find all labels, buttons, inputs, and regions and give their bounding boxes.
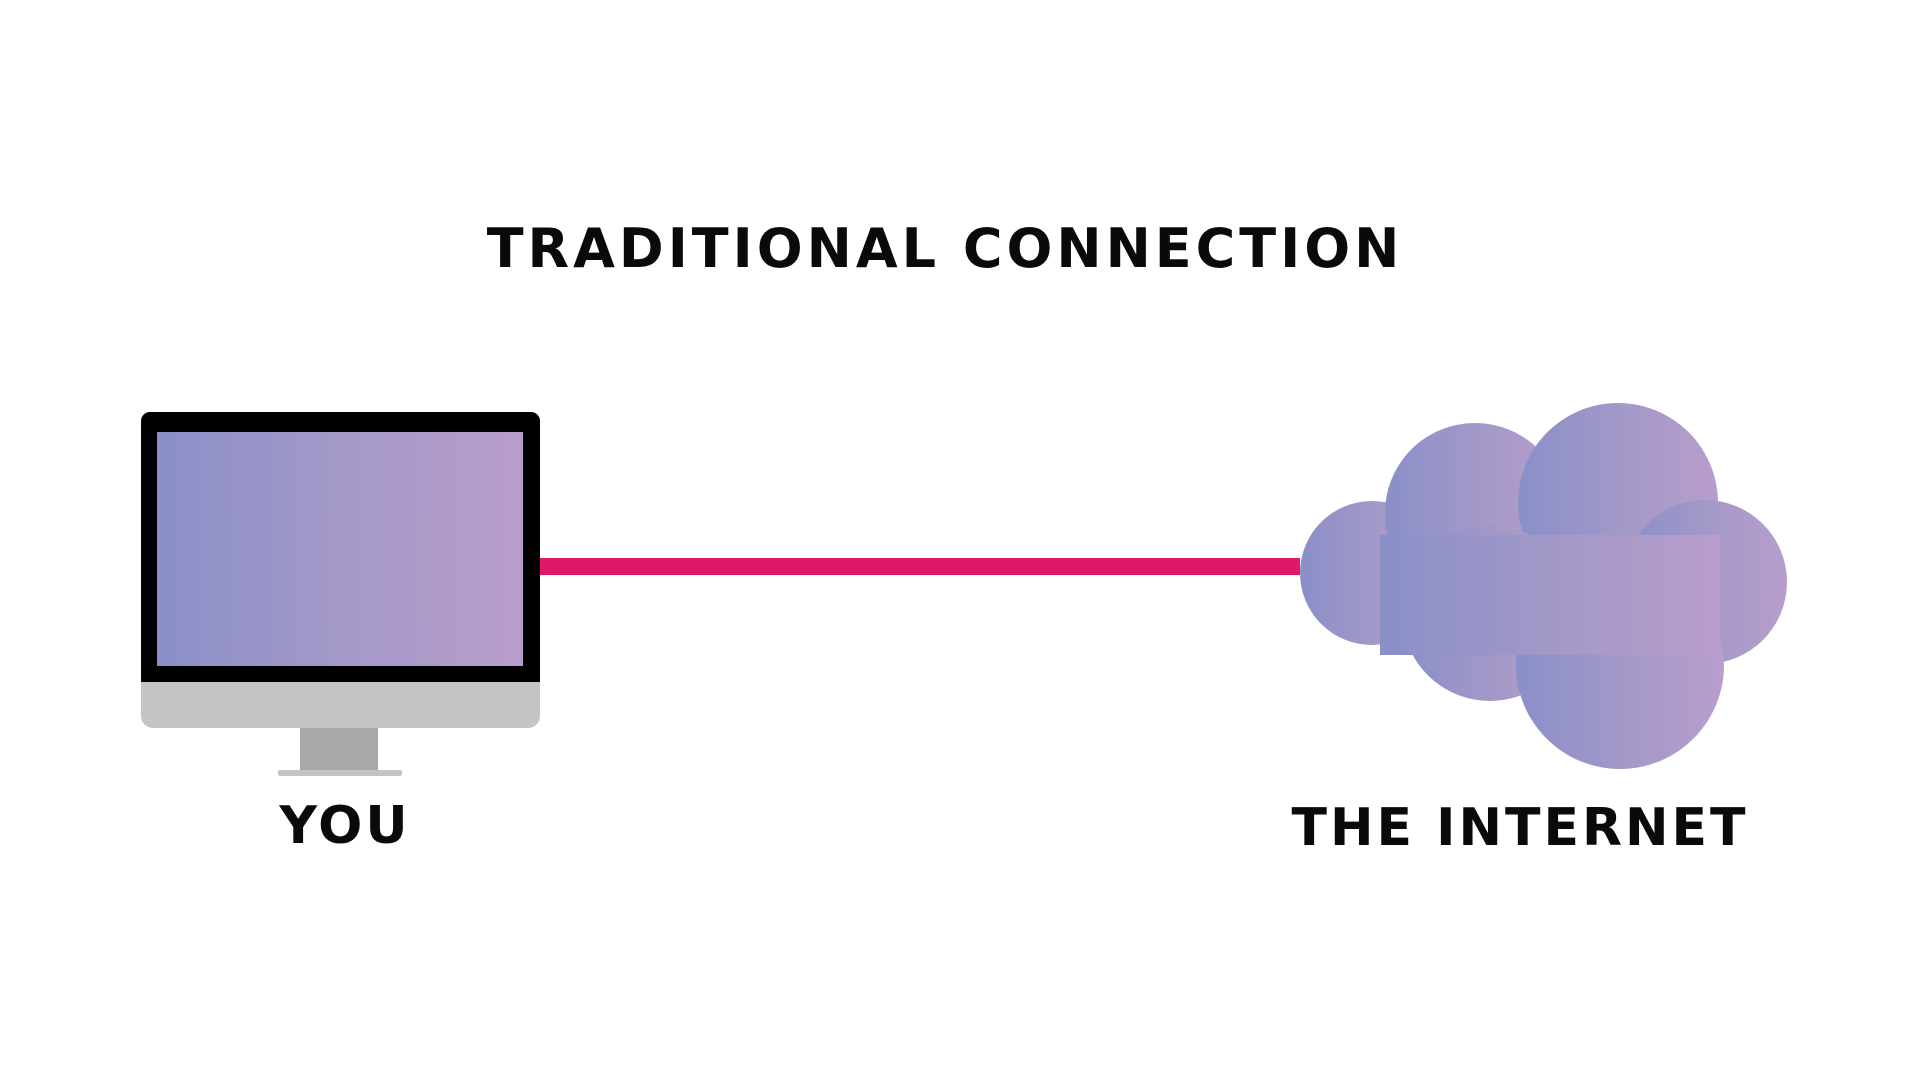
- computer-monitor-icon: [141, 412, 540, 778]
- monitor-chin: [141, 682, 540, 728]
- cloud-icon: [1300, 403, 1787, 769]
- monitor-stand-neck: [300, 728, 378, 770]
- diagram-title: TRADITIONAL CONNECTION: [486, 217, 1404, 280]
- label-the-internet: THE INTERNET: [1291, 798, 1749, 858]
- monitor-bezel: [141, 412, 540, 682]
- label-you: YOU: [279, 796, 411, 856]
- monitor-screen: [157, 432, 523, 666]
- connection-line: [538, 558, 1300, 575]
- monitor-stand-foot: [278, 770, 402, 776]
